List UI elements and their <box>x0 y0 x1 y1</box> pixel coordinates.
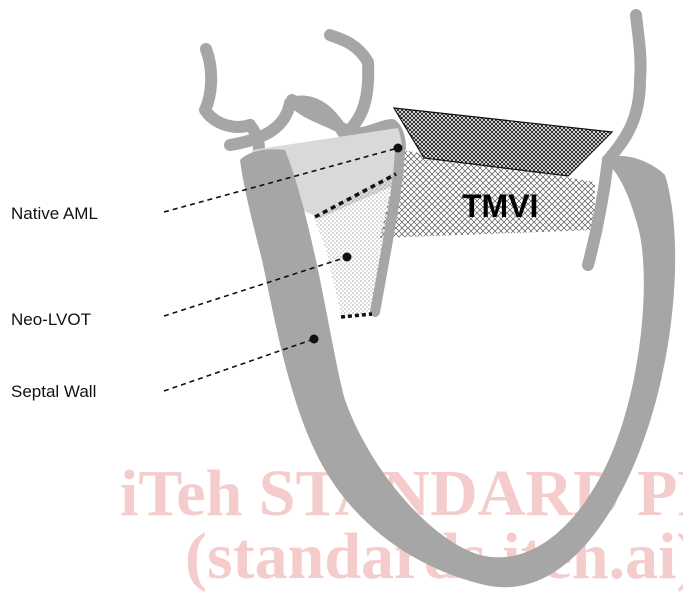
native-aml-pointer-dot <box>394 144 403 153</box>
septal-wall-label: Septal Wall <box>11 382 96 401</box>
native-aml-label: Native AML <box>11 204 98 223</box>
neo-lvot-pointer-dot <box>343 253 352 262</box>
neo-lvot-label: Neo-LVOT <box>11 310 91 329</box>
septal-wall-pointer-dot <box>310 335 319 344</box>
tmvi-label: TMVI <box>462 188 538 224</box>
